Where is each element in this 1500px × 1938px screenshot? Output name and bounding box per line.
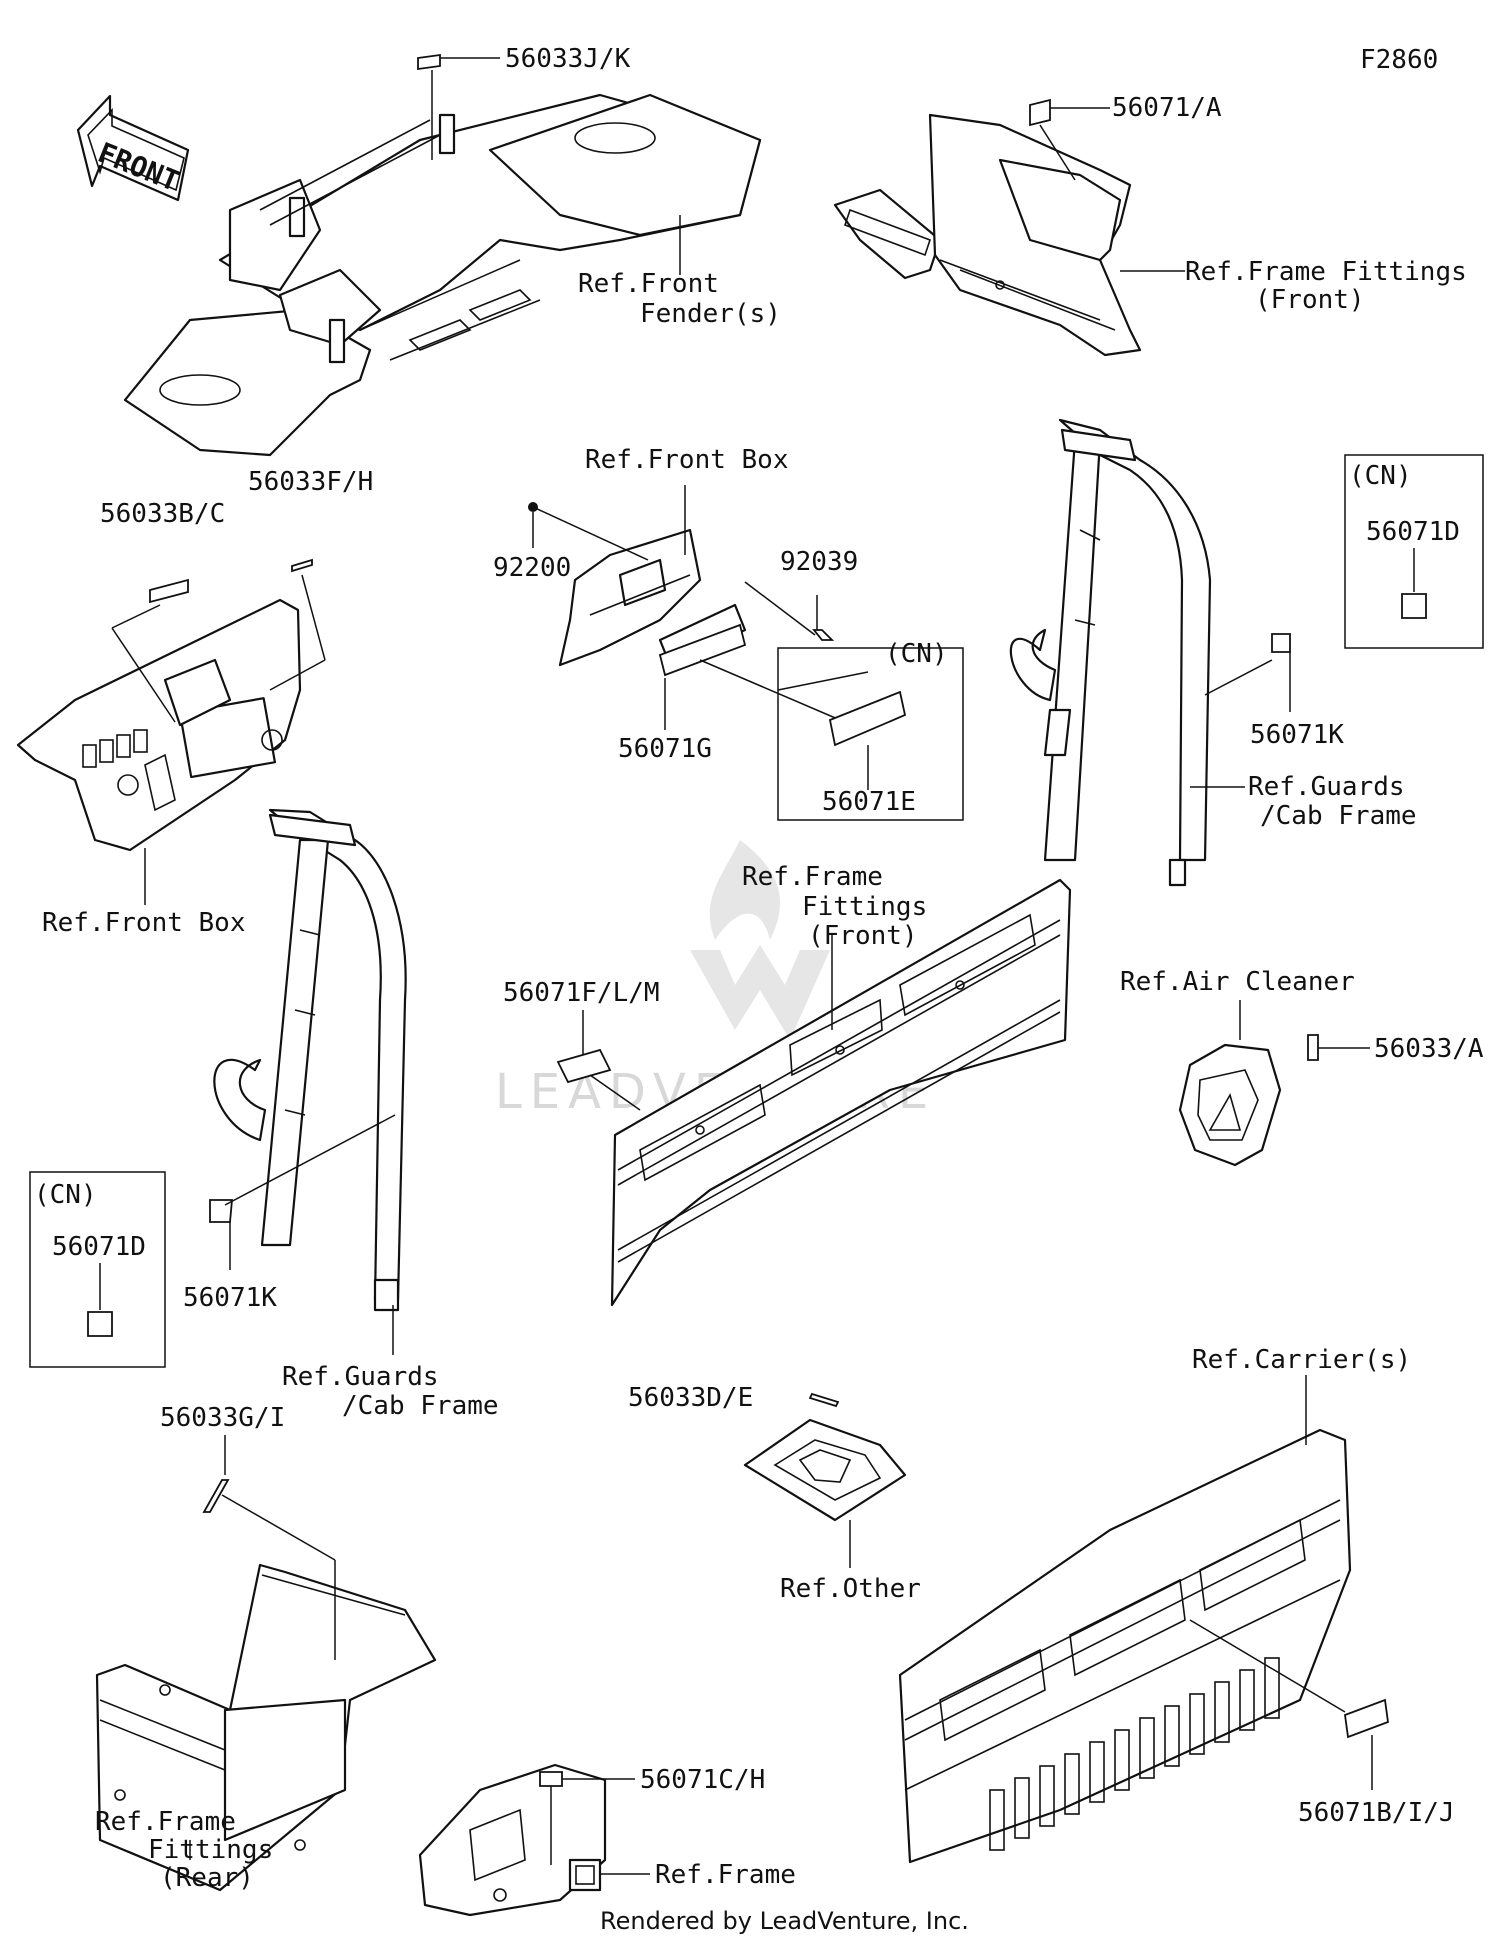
- figure-id: F2860: [1360, 45, 1438, 75]
- label-56033de-icon: [808, 1392, 840, 1408]
- callout-56071e: 56071E: [822, 787, 916, 817]
- front-box-dashboard: [16, 598, 302, 852]
- air-cleaner: [1178, 1043, 1282, 1167]
- label-56071g-icon: [658, 623, 747, 677]
- callout-carriers: Ref.Carrier(s): [1192, 1345, 1411, 1375]
- callout-frame-fittings-front-top-line2: (Front): [1255, 285, 1365, 315]
- label-56033gi-icon: [202, 1479, 230, 1513]
- callout-56033de: 56033D/E: [628, 1383, 753, 1413]
- callout-56071a: 56071/A: [1112, 93, 1222, 123]
- callout-56071d-right: 56071D: [1366, 517, 1460, 547]
- cn-box-right: [1344, 454, 1484, 649]
- clip-92039-icon: [812, 629, 835, 641]
- guards-cab-frame-right: [1009, 418, 1212, 887]
- label-56071k-right-icon: [1271, 633, 1291, 653]
- callout-frame-fittings-mid-line3: (Front): [808, 921, 918, 951]
- cn-box-left: [29, 1171, 166, 1368]
- callout-56071bij: 56071B/I/J: [1298, 1798, 1455, 1828]
- frame-fittings-front-top: [833, 113, 1142, 357]
- callout-56071ch: 56071C/H: [640, 1765, 765, 1795]
- callout-92200: 92200: [493, 553, 571, 583]
- frame-fittings-rear: [95, 1563, 437, 1892]
- callout-56071k-left: 56071K: [183, 1283, 277, 1313]
- callout-56071k-right: 56071K: [1250, 720, 1344, 750]
- callout-56071g: 56071G: [618, 734, 712, 764]
- callout-front-fenders-line2: Fender(s): [640, 299, 781, 329]
- callout-frame-fittings-mid-line2: Fittings: [802, 892, 927, 922]
- label-56033fh-icon: [291, 558, 313, 573]
- cn-label-left: (CN): [34, 1180, 97, 1210]
- label-56071bij-icon: [1344, 1698, 1389, 1739]
- cn-box-center: [777, 647, 964, 821]
- footer-credit: Rendered by LeadVenture, Inc.: [600, 1907, 969, 1935]
- callout-56071flm: 56071F/L/M: [503, 978, 660, 1008]
- label-56033jk-icon: [417, 53, 441, 71]
- front-fender-assembly: [123, 93, 762, 457]
- callout-56033jk: 56033J/K: [505, 44, 631, 74]
- label-56071d-right-icon: [1401, 593, 1427, 619]
- callout-frame-fittings-rear-line2: Fittings: [148, 1835, 273, 1865]
- guards-cab-frame-left: [213, 808, 407, 1312]
- callout-guards-left-line1: Ref.Guards: [282, 1362, 439, 1392]
- callout-56033a: 56033/A: [1374, 1034, 1484, 1064]
- label-56071flm-icon: [556, 1048, 612, 1084]
- cn-label-center: (CN): [885, 639, 948, 669]
- callout-frame-fittings-front-top-line1: Ref.Frame Fittings: [1185, 257, 1467, 287]
- callout-guards-left-line2: /Cab Frame: [342, 1391, 499, 1421]
- callout-56033gi: 56033G/I: [160, 1403, 285, 1433]
- label-56071d-left-icon: [87, 1311, 113, 1337]
- front-arrow-icon: FRONT: [76, 94, 190, 202]
- carrier-rear-panel: [898, 1428, 1352, 1864]
- label-56033a-icon: [1307, 1034, 1319, 1061]
- callout-92039: 92039: [780, 547, 858, 577]
- callout-56033bc: 56033B/C: [100, 499, 225, 529]
- callout-frame: Ref.Frame: [655, 1860, 796, 1890]
- callout-frame-fittings-rear-line1: Ref.Frame: [95, 1807, 236, 1837]
- frame-fittings-front-center: [610, 878, 1072, 1307]
- callout-front-box-left: Ref.Front Box: [42, 908, 246, 938]
- callout-guards-right-line1: Ref.Guards: [1248, 772, 1405, 802]
- callout-frame-fittings-rear-line3: (Rear): [160, 1863, 254, 1893]
- callout-56071d-left: 56071D: [52, 1232, 146, 1262]
- label-56071e-icon: [828, 690, 907, 747]
- frame-rear-hitch: [418, 1763, 607, 1917]
- other-tray: [743, 1418, 907, 1522]
- callout-front-box-top: Ref.Front Box: [585, 445, 789, 475]
- callout-56033fh: 56033F/H: [248, 467, 373, 497]
- cn-label-right: (CN): [1349, 461, 1412, 491]
- callout-front-fenders-line1: Ref.Front: [578, 269, 719, 299]
- callout-guards-right-line2: /Cab Frame: [1260, 801, 1417, 831]
- callout-frame-fittings-mid-line1: Ref.Frame: [742, 862, 883, 892]
- label-56033bc-icon: [149, 578, 189, 604]
- callout-other: Ref.Other: [780, 1574, 921, 1604]
- callout-air-cleaner: Ref.Air Cleaner: [1120, 967, 1355, 997]
- label-56071a-icon: [1029, 98, 1051, 127]
- label-56071ch-icon: [539, 1771, 563, 1787]
